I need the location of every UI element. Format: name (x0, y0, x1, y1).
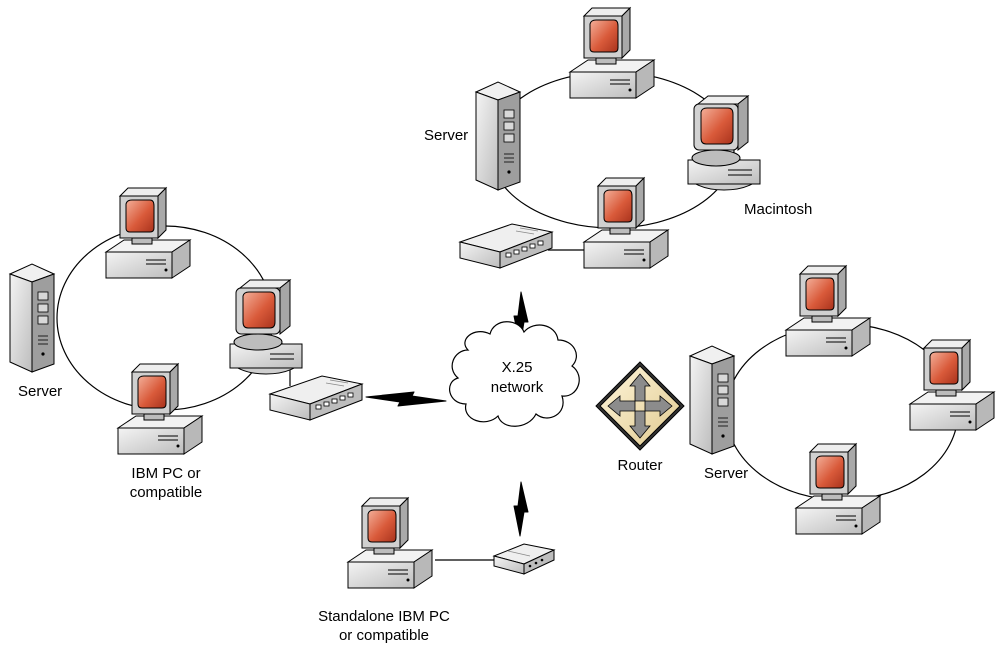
router-label: Router (617, 457, 662, 474)
network-devices (9, 7, 995, 589)
ibm-pc-label-line2: compatible (130, 484, 203, 501)
server-top-label: Server (424, 127, 468, 144)
macintosh-label: Macintosh (744, 201, 812, 218)
standalone-label-line1: Standalone IBM PC (318, 608, 450, 625)
modem-icon (493, 543, 555, 575)
hub-icon (459, 223, 553, 269)
bottom-wan-bolt (513, 481, 529, 537)
server-right-label: Server (704, 465, 748, 482)
diagram-labels: Server Macintosh Server IBM PC or compat… (18, 127, 812, 644)
pc-icon (785, 265, 871, 357)
standalone-label-line2: or compatible (339, 627, 429, 644)
pc-icon (347, 497, 433, 589)
pc-icon (569, 7, 655, 99)
x25-network-cloud (449, 321, 580, 427)
ibm-pc-label-line1: IBM PC or (131, 465, 200, 482)
hub-icon (269, 375, 363, 421)
pc-icon (117, 363, 203, 455)
macintosh-icon (687, 95, 761, 191)
server-left-label: Server (18, 383, 62, 400)
router-arrows-icon (607, 373, 673, 439)
server-icon (9, 263, 55, 373)
pc-icon (795, 443, 881, 535)
network-label-line2: network (491, 379, 544, 396)
macintosh-icon (229, 279, 303, 375)
left-wan-bolt (365, 391, 447, 407)
pc-icon (909, 339, 995, 431)
router-device (595, 361, 685, 451)
network-label-line1: X.25 (502, 359, 533, 376)
server-icon (475, 81, 521, 191)
pc-icon (105, 187, 191, 279)
server-icon (689, 345, 735, 455)
